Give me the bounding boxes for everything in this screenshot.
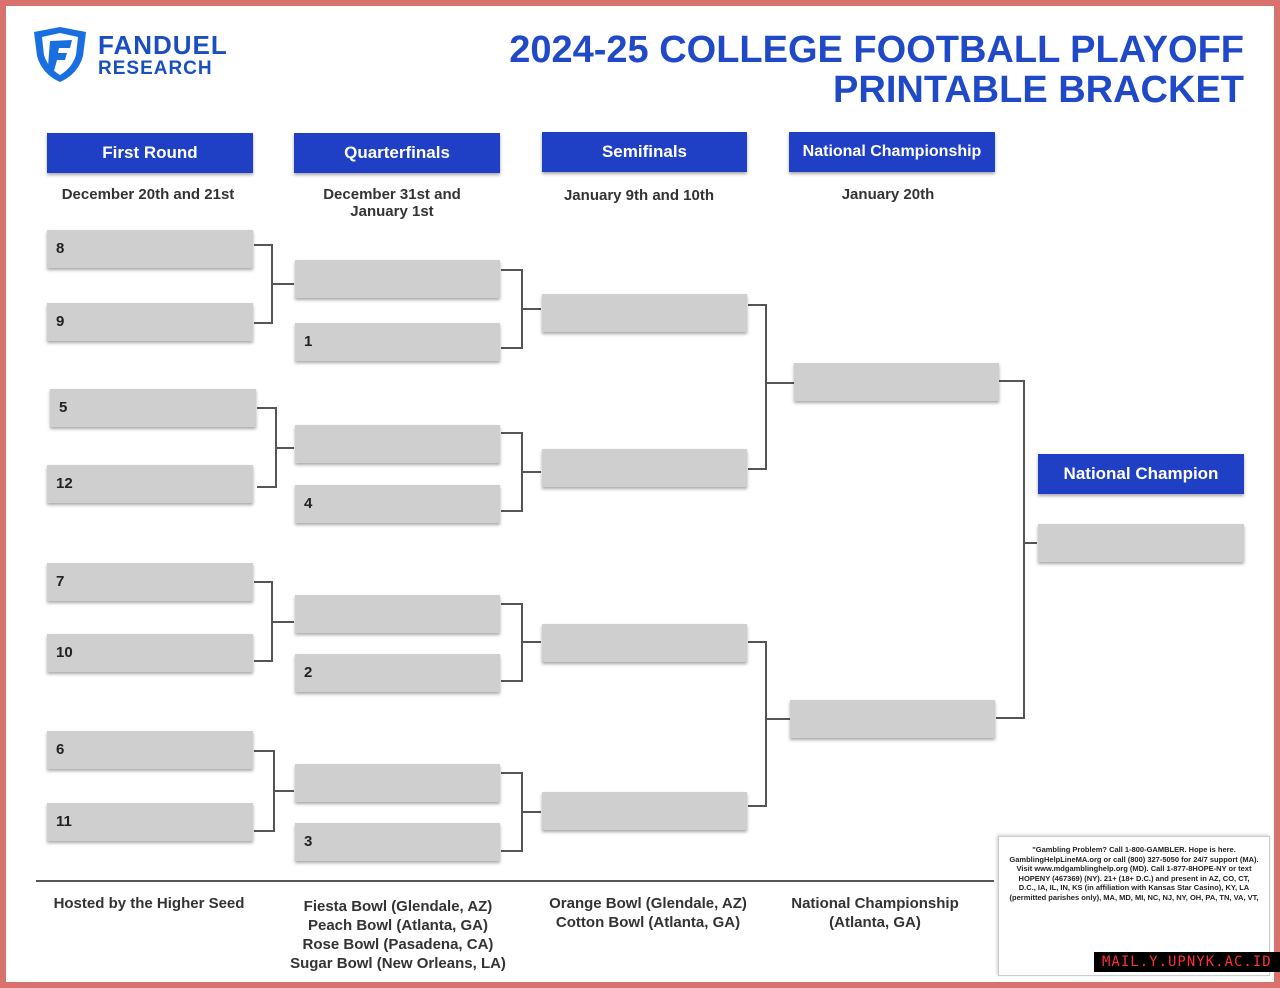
seed-label: 9 (56, 313, 65, 330)
first-round-slot[interactable]: 12 (47, 465, 253, 503)
bowl-name: Fiesta Bowl (Glendale, AZ) (303, 898, 493, 915)
first-round-slot[interactable]: 8 (47, 230, 253, 268)
bowl-name: Cotton Bowl (Atlanta, GA) (555, 914, 741, 931)
round-date-championship: January 20th (841, 186, 935, 203)
seed-label: 11 (56, 813, 72, 830)
first-round-slot[interactable]: 6 (47, 731, 253, 769)
footer-quarterfinal-bowls: Fiesta Bowl (Glendale, AZ) Peach Bowl (A… (270, 897, 526, 973)
brand-name: FANDUEL (98, 30, 228, 60)
brand-subtitle: RESEARCH (98, 58, 213, 79)
semifinal-slot[interactable] (542, 449, 747, 487)
footer-championship-name: National Championship (791, 895, 959, 912)
footer-first-round: Hosted by the Higher Seed (53, 895, 245, 912)
semifinal-slot[interactable] (542, 792, 747, 830)
seed-label: 3 (304, 833, 313, 850)
seed-label: 7 (56, 573, 65, 590)
seed-label: 6 (56, 741, 65, 758)
first-round-slot[interactable]: 11 (47, 803, 253, 841)
championship-slot[interactable] (794, 363, 999, 401)
national-champion-header: National Champion (1038, 454, 1244, 494)
championship-slot[interactable] (790, 700, 995, 738)
bowl-name: Sugar Bowl (New Orleans, LA) (290, 955, 506, 972)
footer-semifinal-bowls: Orange Bowl (Glendale, AZ) Cotton Bowl (… (530, 894, 766, 932)
quarterfinal-slot[interactable]: 2 (295, 654, 500, 692)
semifinal-slot[interactable] (542, 294, 747, 332)
first-round-slot[interactable]: 7 (47, 563, 253, 601)
quarterfinal-slot[interactable] (295, 764, 500, 802)
quarterfinal-slot[interactable]: 3 (295, 823, 500, 861)
quarterfinal-slot[interactable] (295, 425, 500, 463)
page-title: 2024-25 COLLEGE FOOTBALL PLAYOFF PRINTAB… (509, 30, 1244, 110)
round-date-semifinals: January 9th and 10th (563, 187, 715, 204)
first-round-slot[interactable]: 5 (50, 389, 256, 427)
footer-championship: National Championship (Atlanta, GA) (774, 894, 976, 932)
seed-label: 12 (56, 475, 73, 492)
seed-label: 2 (304, 664, 313, 681)
seed-label: 4 (304, 495, 313, 512)
first-round-slot[interactable]: 9 (47, 303, 253, 341)
footer-divider (36, 880, 994, 882)
round-date-quarterfinals: December 31st and January 1st (323, 186, 461, 220)
seed-label: 5 (59, 399, 68, 416)
bowl-name: Rose Bowl (Pasadena, CA) (302, 936, 494, 953)
seed-label: 10 (56, 644, 73, 661)
round-header-semifinals: Semifinals (542, 132, 747, 172)
first-round-slot[interactable]: 10 (47, 634, 253, 672)
title-line-2: PRINTABLE BRACKET (833, 69, 1244, 111)
national-champion-slot[interactable] (1038, 524, 1244, 562)
watermark: MAIL.Y.UPNYK.AC.ID (1094, 952, 1280, 972)
quarterfinal-slot[interactable] (295, 595, 500, 633)
seed-label: 8 (56, 240, 65, 257)
title-line-1: 2024-25 COLLEGE FOOTBALL PLAYOFF (509, 29, 1244, 71)
round-header-national-championship: National Championship (789, 132, 995, 172)
fanduel-logo: FANDUEL RESEARCH (30, 26, 240, 86)
bowl-name: Peach Bowl (Atlanta, GA) (307, 917, 489, 934)
quarterfinal-slot[interactable]: 4 (295, 485, 500, 523)
quarterfinal-slot[interactable] (295, 260, 500, 298)
shield-icon (34, 27, 86, 82)
seed-label: 1 (304, 333, 313, 350)
round-header-quarterfinals: Quarterfinals (294, 133, 500, 173)
quarterfinal-slot[interactable]: 1 (295, 323, 500, 361)
footer-championship-location: (Atlanta, GA) (829, 914, 921, 931)
bowl-name: Orange Bowl (Glendale, AZ) (549, 895, 747, 912)
semifinal-slot[interactable] (542, 624, 747, 662)
round-header-first-round: First Round (47, 133, 253, 173)
round-date-first-round: December 20th and 21st (61, 186, 235, 203)
